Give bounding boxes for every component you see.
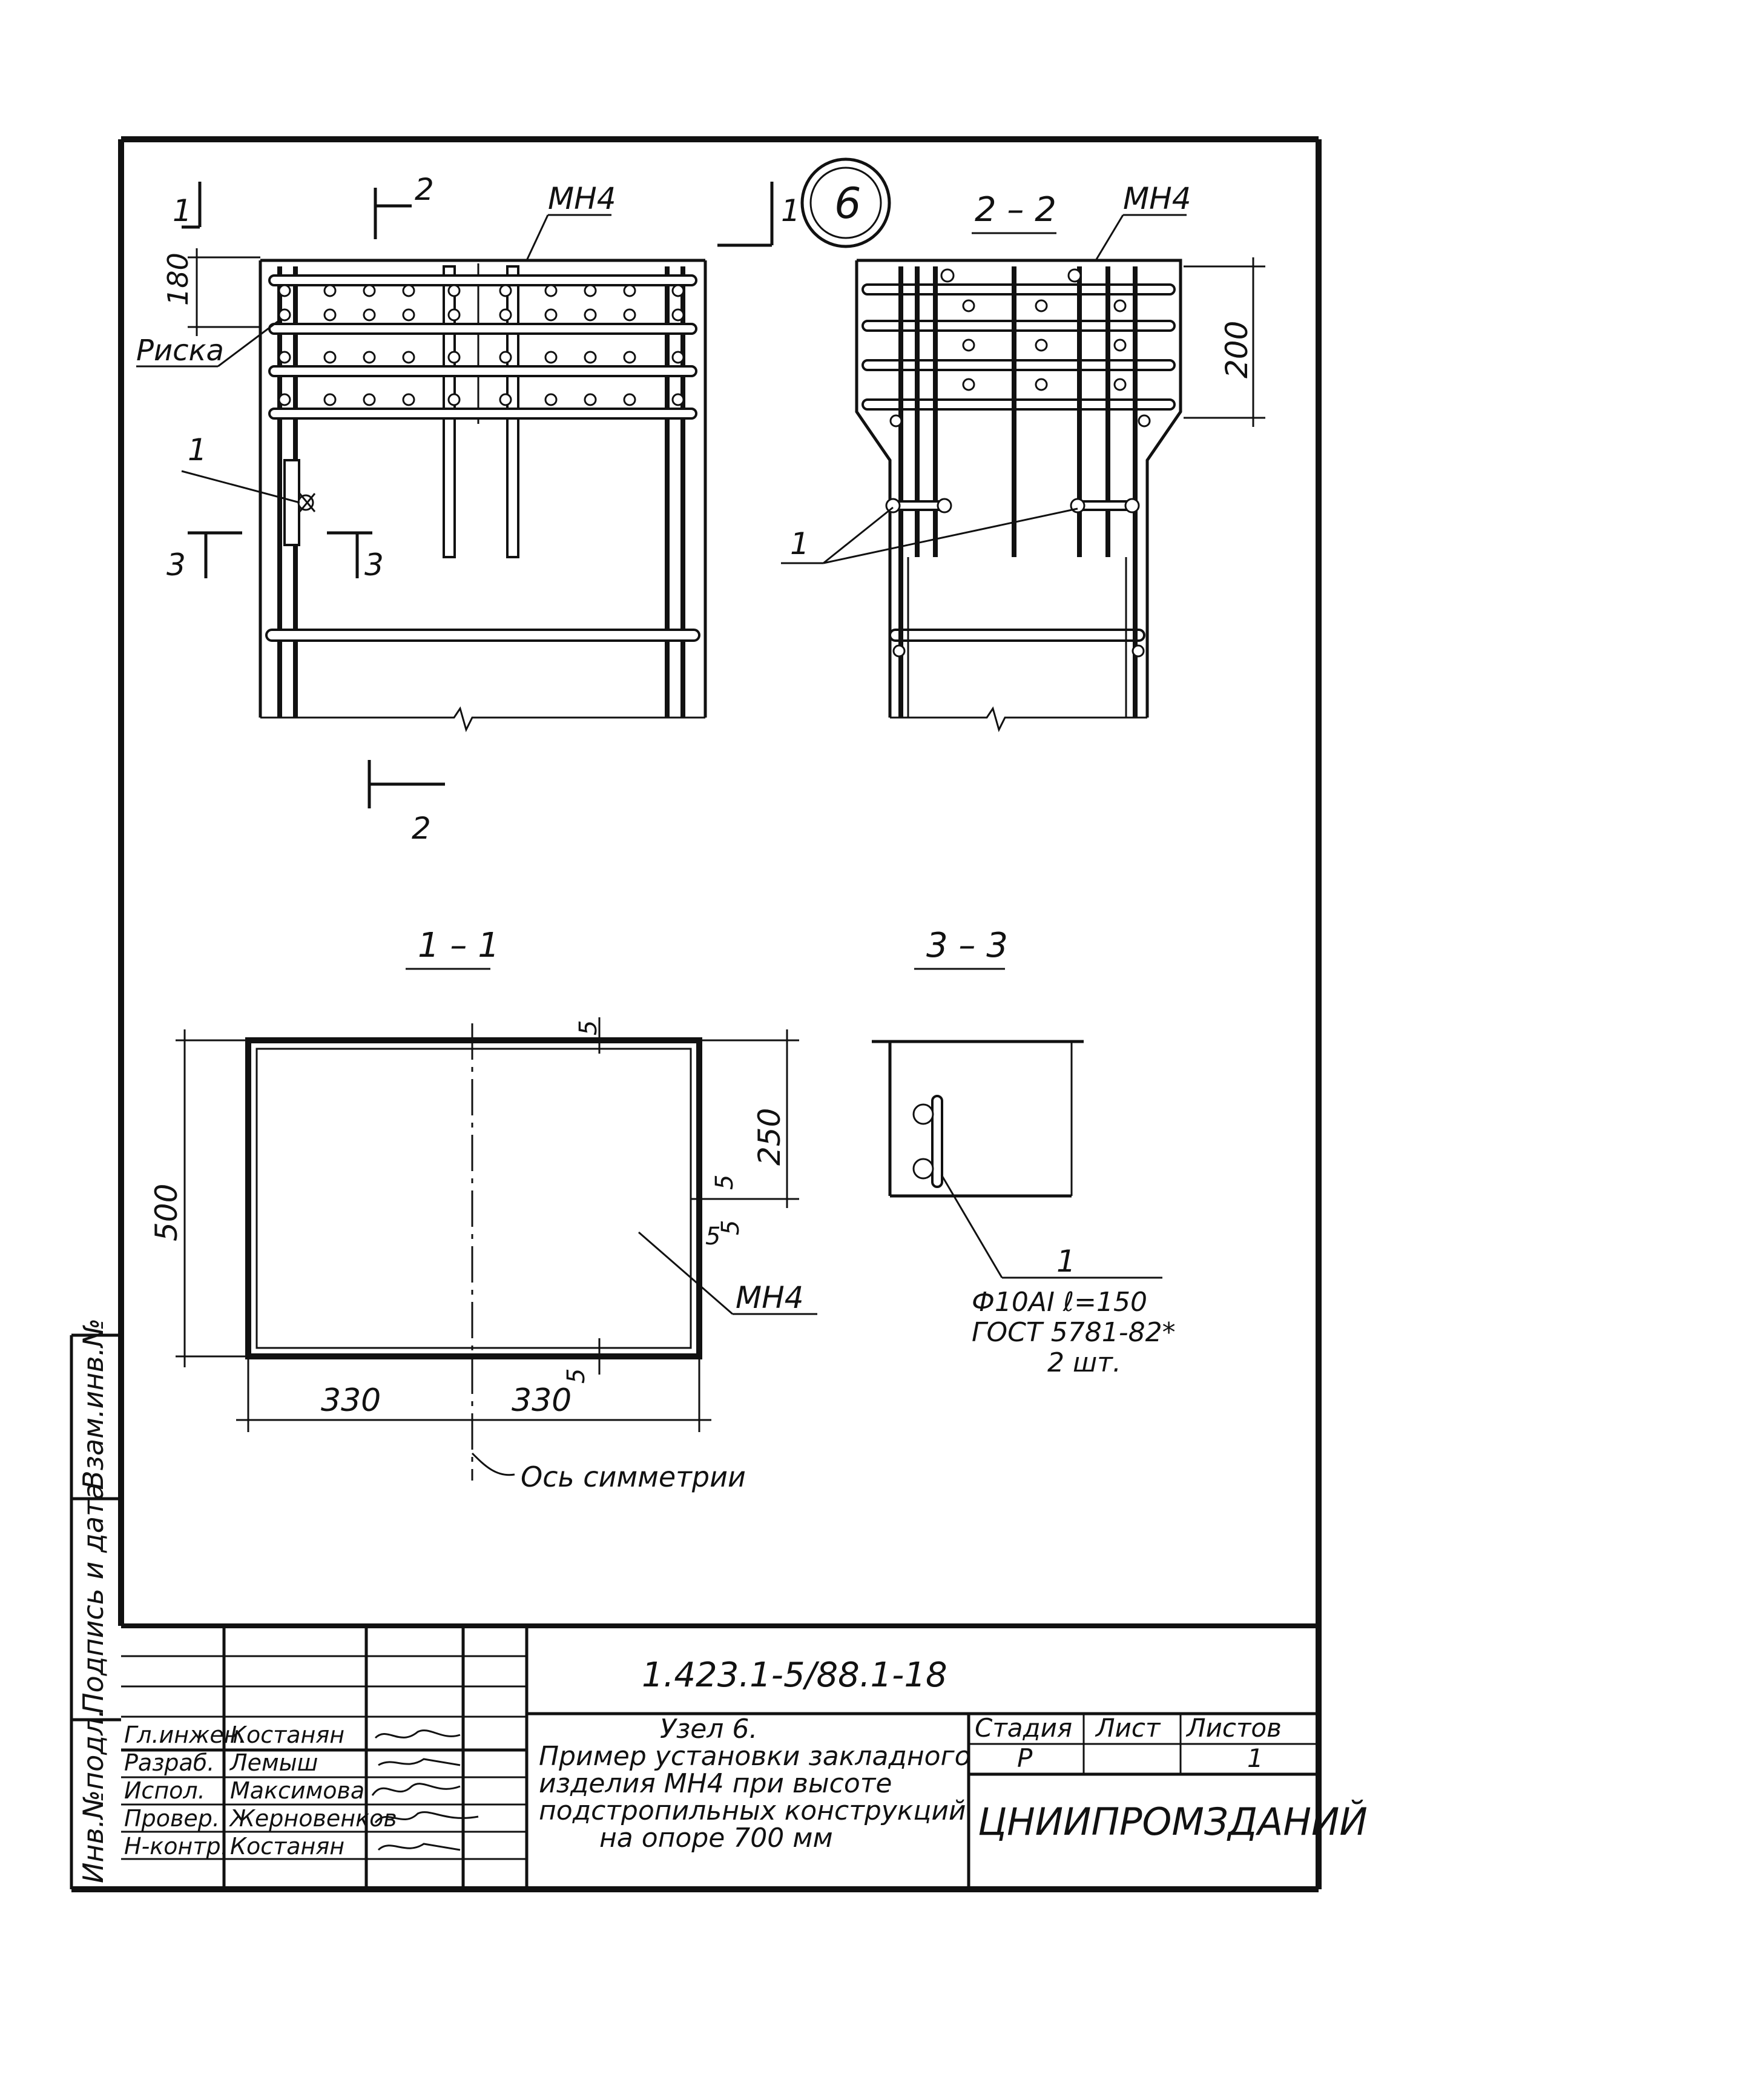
- dim-5-bottom: 5: [562, 1369, 590, 1384]
- handwritten-signatures: [371, 1729, 479, 1851]
- section-2-2-title: 2 – 2: [975, 190, 1056, 229]
- title-line-2: Пример установки закладного: [539, 1741, 971, 1772]
- sec3-mark-right: 3: [364, 547, 384, 583]
- section-1-1: 1 – 1 Ось симметрии 500 250 5 5 5 5 5 МН…: [149, 926, 817, 1493]
- dim-330-left: 330: [321, 1382, 381, 1419]
- dim-5-top: 5: [575, 1020, 602, 1035]
- front-holes: [278, 284, 685, 406]
- sheets-header: Листов: [1185, 1713, 1282, 1743]
- section-3-3-title: 3 – 3: [926, 926, 1008, 965]
- sig-role-4: Н-контр.: [124, 1833, 228, 1860]
- side-embed-label: МН4: [1123, 181, 1191, 216]
- margin-stamps: Взам.инв.№ Подпись и дата Инв.№подл.: [77, 1318, 110, 1883]
- organization: ЦНИИПРОМЗДАНИЙ: [978, 1799, 1368, 1844]
- stamp-vzam: Взам.инв.№: [77, 1318, 110, 1490]
- spec-item-1: 1: [1056, 1244, 1076, 1279]
- dim-180: 180: [162, 253, 194, 306]
- sig-role-3: Провер.: [124, 1805, 220, 1832]
- front-view: 1 Риска МН4 180 1 1 2 2 3 3: [136, 172, 800, 846]
- node-mark-text: 6: [834, 179, 861, 228]
- stamp-podpis: Подпись и дата: [77, 1483, 110, 1714]
- front-item-1: 1: [188, 432, 207, 467]
- sig-name-4: Костанян: [230, 1833, 344, 1860]
- sec1-mark-right: 1: [781, 193, 800, 228]
- sec3-mark-left: 3: [166, 547, 186, 583]
- title-line-5: на опоре 700 мм: [599, 1823, 833, 1854]
- title-line-3: изделия МН4 при высоте: [539, 1768, 892, 1799]
- stamp-inv: Инв.№подл.: [77, 1709, 110, 1883]
- node-mark: 6: [800, 157, 891, 248]
- sec2-mark-top: 2: [415, 172, 434, 207]
- sig-name-2: Максимова: [230, 1777, 364, 1804]
- dim-250: 250: [752, 1108, 787, 1166]
- stage-header: Стадия: [975, 1713, 1072, 1743]
- sheets-value: 1: [1247, 1743, 1263, 1773]
- dim-500: 500: [149, 1184, 184, 1241]
- sec2-mark-bottom: 2: [412, 811, 431, 846]
- riska-label: Риска: [136, 334, 224, 368]
- sig-name-1: Лемыш: [229, 1749, 318, 1776]
- sig-role-2: Испол.: [124, 1777, 205, 1804]
- sec1-mark-left: 1: [173, 193, 192, 228]
- side-item-1: 1: [790, 526, 809, 561]
- spec-line2: ГОСТ 5781-82*: [972, 1317, 1176, 1348]
- axis-label: Ось симметрии: [521, 1461, 746, 1493]
- dim-5-mid2: 5: [717, 1220, 745, 1235]
- section-3-3: 3 – 3 1 Ф10АI ℓ=150 ГОСТ 5781-82* 2 шт.: [872, 926, 1176, 1378]
- sheet-header: Лист: [1095, 1713, 1161, 1743]
- plan-embed-label: МН4: [736, 1280, 804, 1315]
- dim-5-mid1: 5: [711, 1175, 739, 1190]
- doc-code: 1.423.1-5/88.1-18: [642, 1656, 947, 1695]
- dim-330-right: 330: [512, 1382, 572, 1419]
- stage-value: Р: [1017, 1743, 1033, 1773]
- dim-5-mid3: 5: [705, 1223, 720, 1250]
- sig-name-3: Жерновенков: [229, 1805, 397, 1832]
- front-embed-label: МН4: [548, 181, 616, 216]
- sig-role-0: Гл.инжен.: [124, 1722, 246, 1748]
- dim-200: 200: [1219, 321, 1254, 378]
- section-2-2: 2 – 2 1: [781, 181, 1265, 733]
- spec-line1: Ф10АI ℓ=150: [972, 1287, 1147, 1318]
- spec-line3: 2 шт.: [1047, 1347, 1121, 1378]
- sig-name-0: Костанян: [230, 1722, 344, 1748]
- signature-rows: Гл.инжен. Костанян Разраб. Лемыш Испол. …: [124, 1722, 397, 1860]
- sig-role-1: Разраб.: [124, 1749, 214, 1776]
- title-line-1: Узел 6.: [660, 1714, 757, 1745]
- title-line-4: подстропильных конструкций: [539, 1795, 966, 1826]
- title-block: 1.423.1-5/88.1-18 Узел 6. Пример установ…: [121, 1623, 1368, 1889]
- sheet-frame: [70, 136, 1322, 1892]
- section-1-1-title: 1 – 1: [418, 926, 499, 965]
